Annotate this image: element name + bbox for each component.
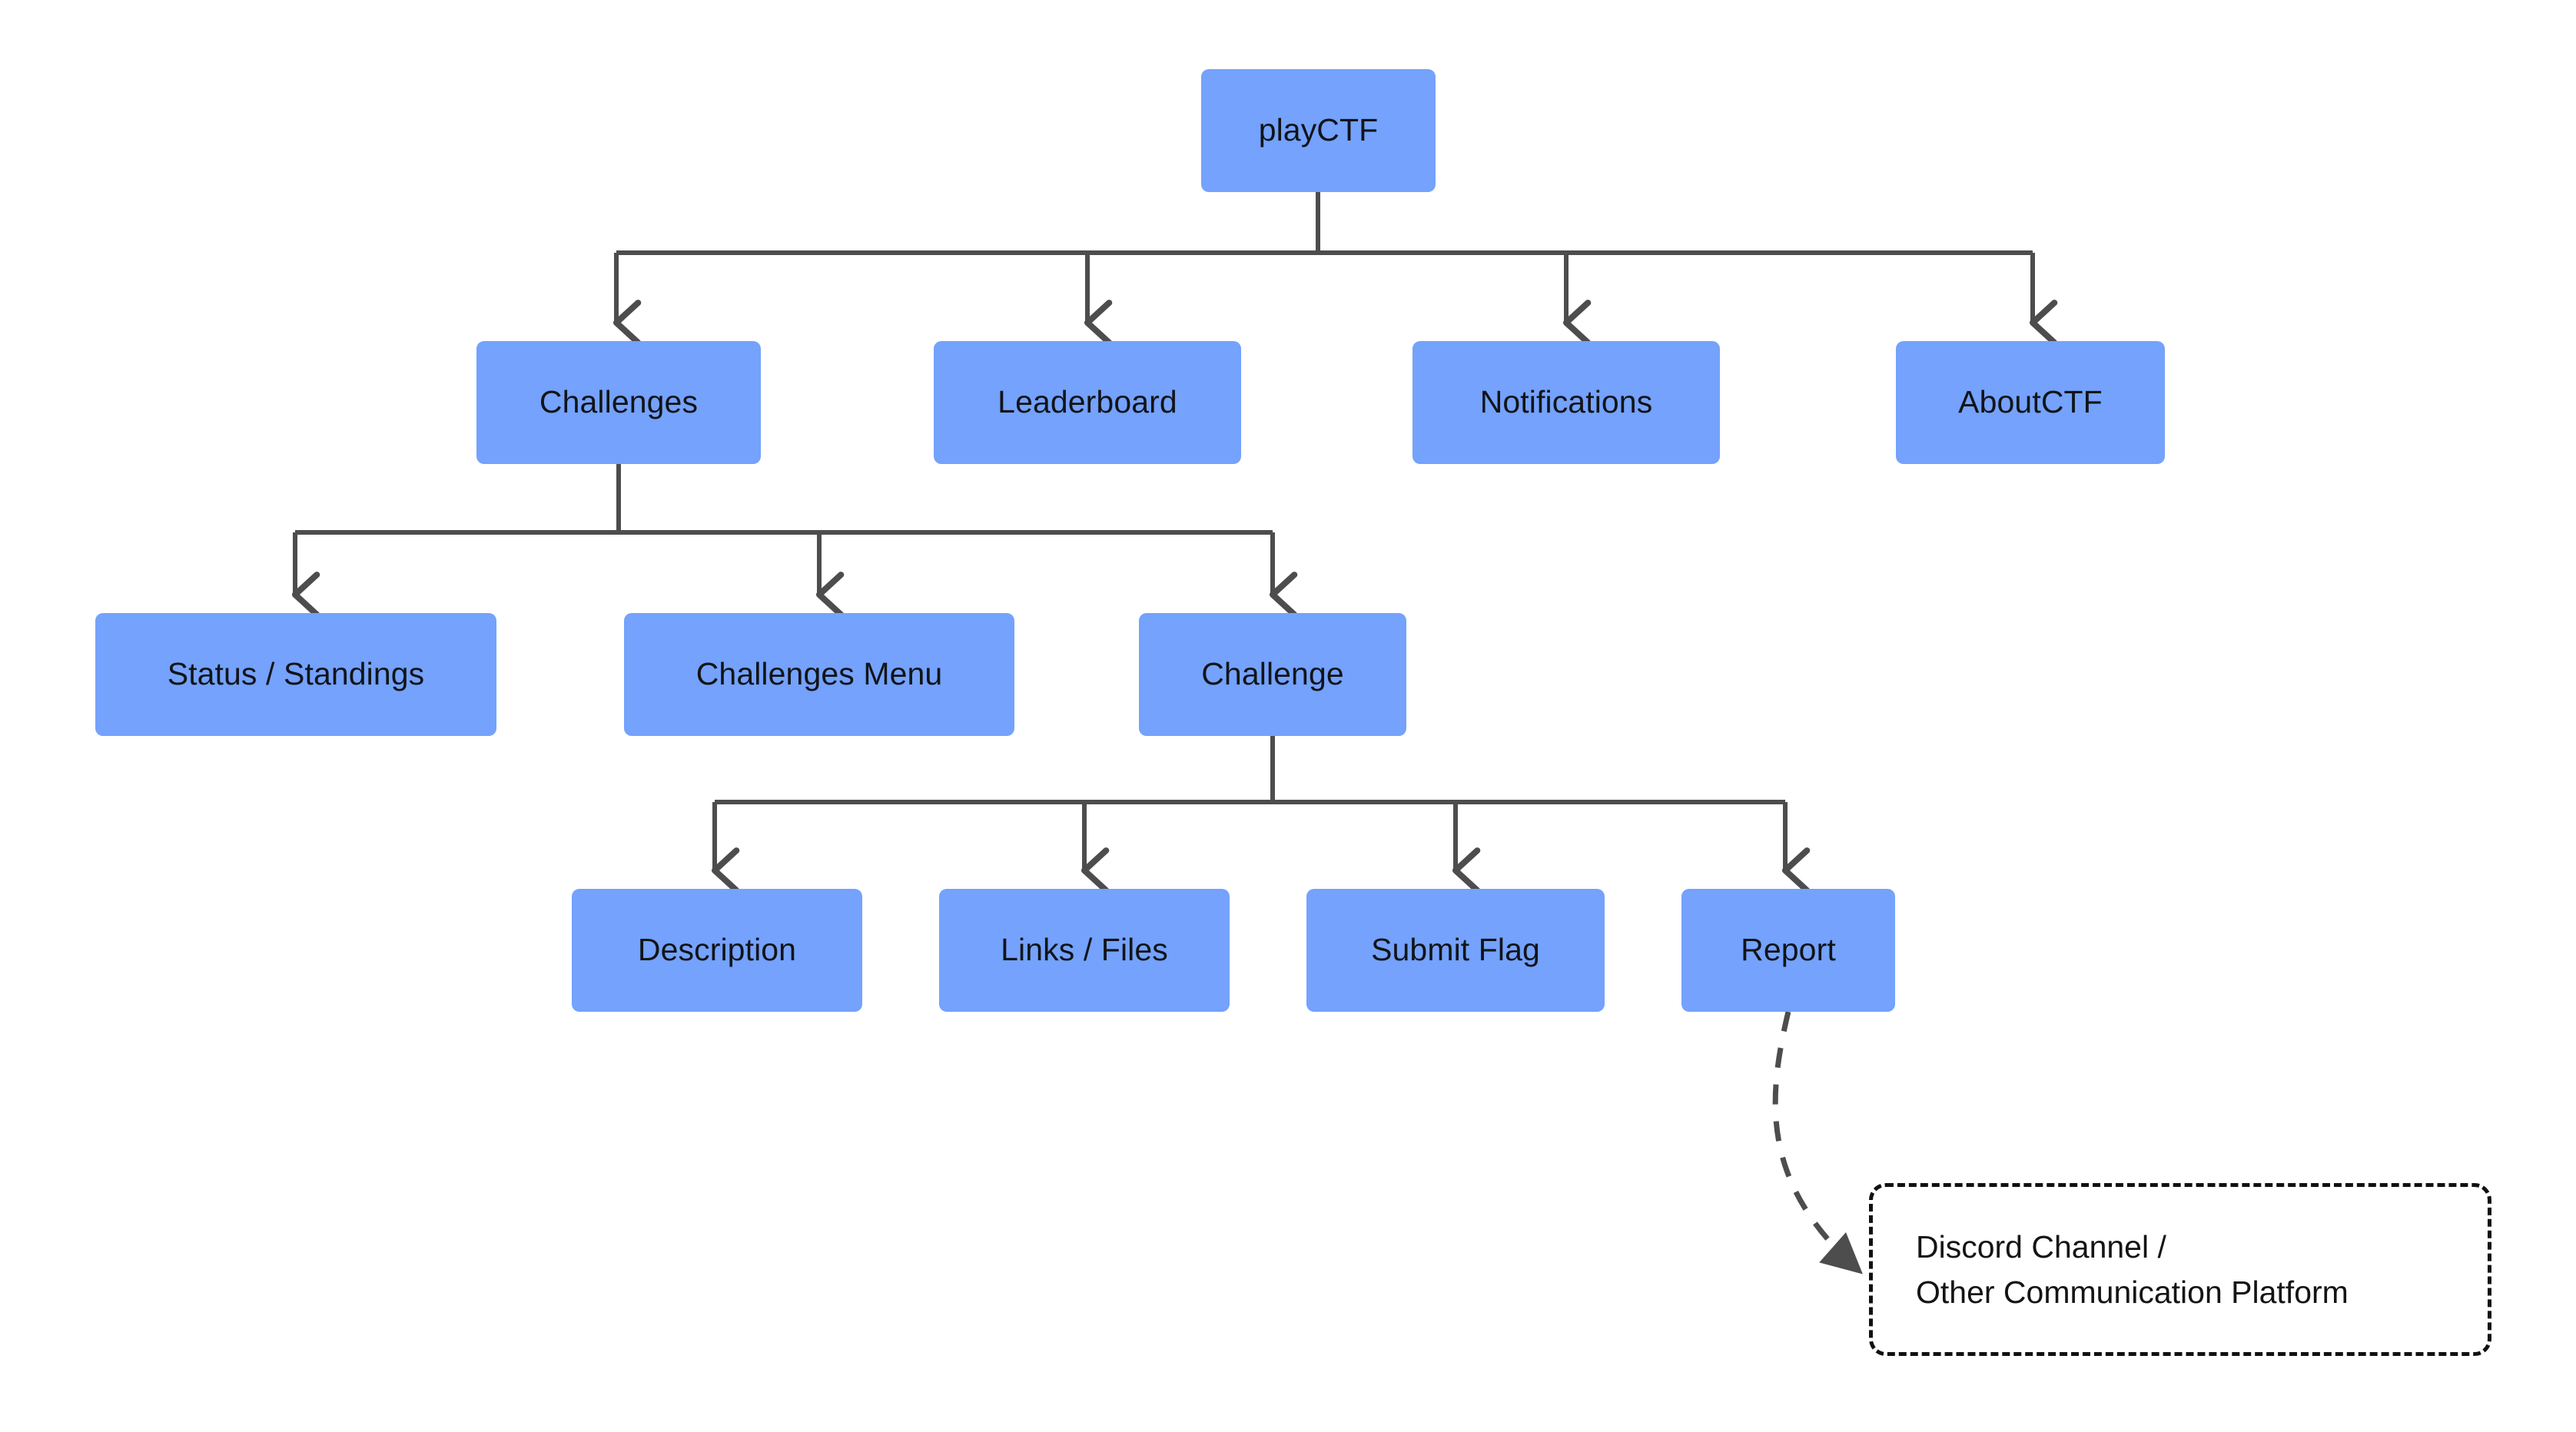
node-label: Notifications [1479, 384, 1653, 420]
edge-report-to-discord [1772, 1011, 1863, 1275]
node-label: playCTF [1258, 112, 1379, 148]
node-label: Description [637, 932, 797, 968]
node-submit-flag[interactable]: Submit Flag [1306, 889, 1605, 1012]
node-challenges-menu[interactable]: Challenges Menu [624, 613, 1014, 736]
node-label: Challenges [539, 384, 699, 420]
node-label: Leaderboard [998, 384, 1177, 420]
node-description[interactable]: Description [572, 889, 862, 1012]
node-report[interactable]: Report [1681, 889, 1895, 1012]
node-label: Report [1741, 932, 1836, 968]
node-links-files[interactable]: Links / Files [939, 889, 1230, 1012]
node-notifications[interactable]: Notifications [1412, 341, 1720, 464]
node-leaderboard[interactable]: Leaderboard [934, 341, 1241, 464]
discord-line-2: Other Communication Platform [1916, 1274, 2349, 1310]
node-label: Submit Flag [1371, 932, 1540, 968]
node-playctf[interactable]: playCTF [1201, 69, 1436, 192]
node-status-standings[interactable]: Status / Standings [95, 613, 496, 736]
node-label: Challenge [1201, 656, 1344, 692]
node-label: Links / Files [1001, 932, 1168, 968]
node-label: Challenges Menu [695, 656, 943, 692]
node-challenges[interactable]: Challenges [476, 341, 761, 464]
node-challenge[interactable]: Challenge [1139, 613, 1406, 736]
node-aboutctf[interactable]: AboutCTF [1896, 341, 2165, 464]
node-label: AboutCTF [1958, 384, 2103, 420]
node-label: Status / Standings [167, 656, 425, 692]
discord-line-1: Discord Channel / [1916, 1229, 2166, 1265]
node-discord-channel[interactable]: Discord Channel / Other Communication Pl… [1869, 1183, 2491, 1356]
